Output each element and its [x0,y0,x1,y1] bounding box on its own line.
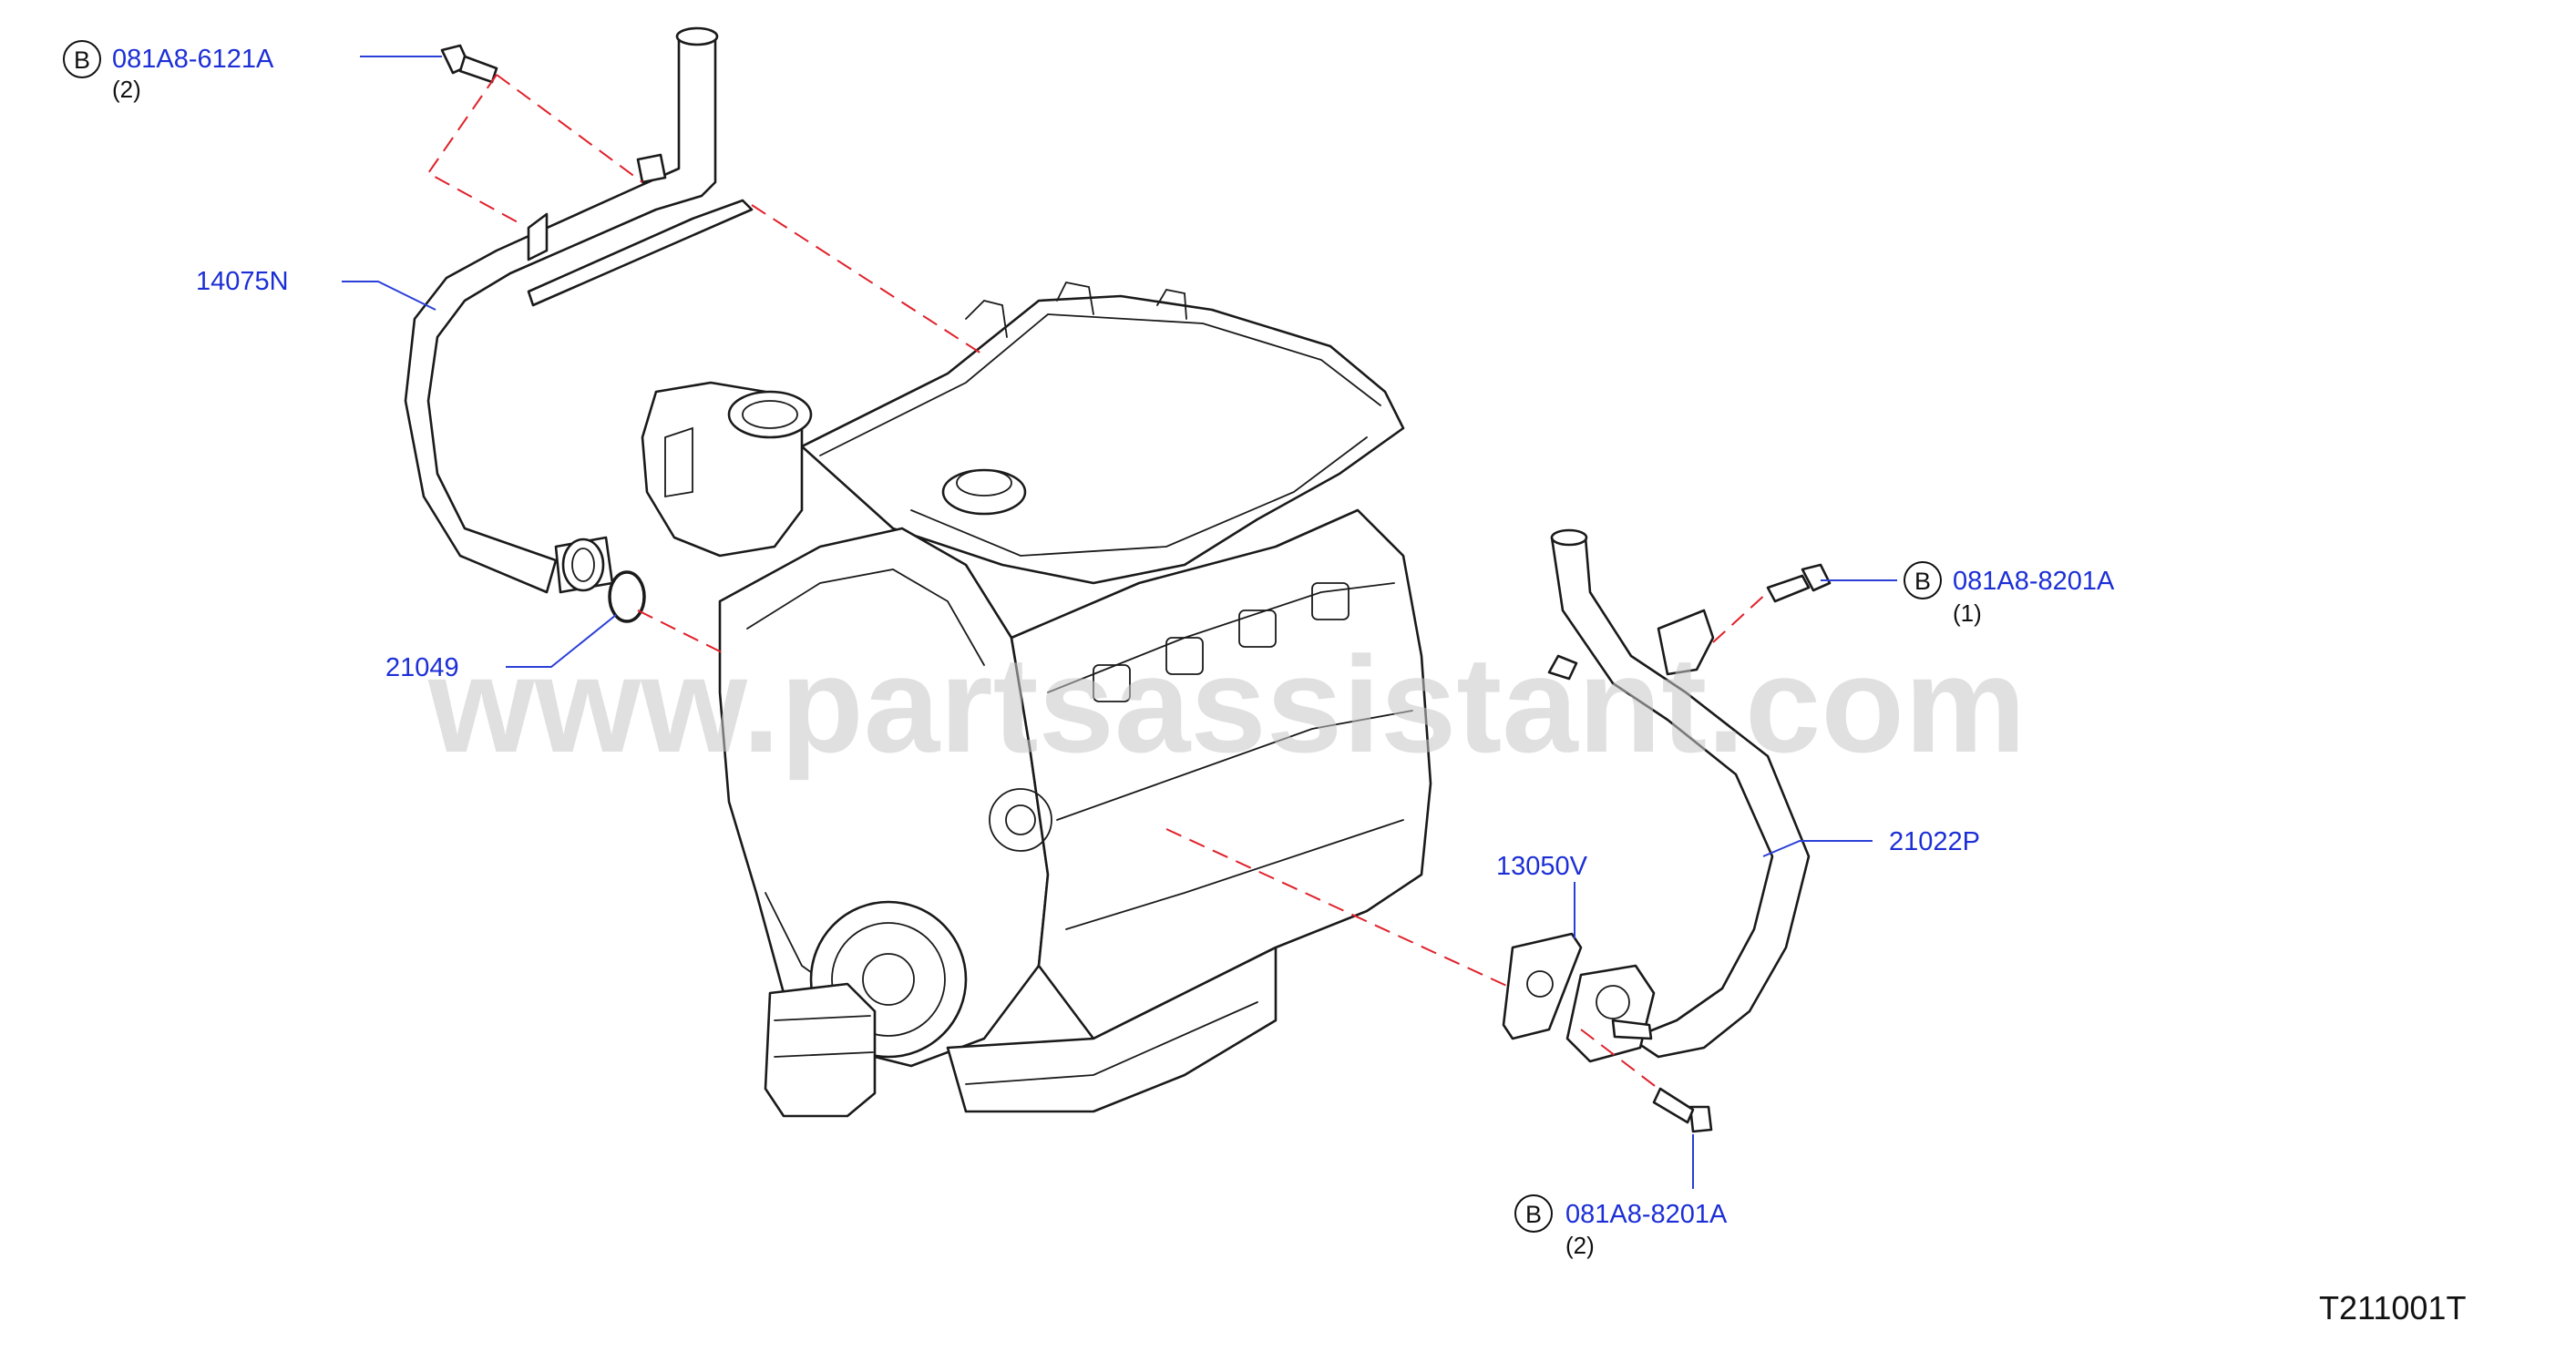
bolt-right-badge-letter: B [1914,568,1931,595]
bolt-right-quantity: (1) [1953,599,1982,627]
callout-13050v[interactable]: 13050V [1496,852,1588,881]
callout-21022p[interactable]: 21022P [1889,827,1980,856]
engine-assembly-illustration [641,281,1432,1118]
bolt-bottom-quantity: (2) [1565,1232,1595,1259]
bolt-right-badge [1904,561,1942,599]
bolt-top-left-badge [63,40,101,78]
water-tube-21022p [1547,528,1811,1063]
bolt-top-left-part-number[interactable]: 081A8-6121A [112,45,274,74]
bolt-081a8-6121a-illustration [440,44,498,84]
leader-14075n [342,281,436,311]
bolt-081a8-8201a-bottom-illustration [1652,1087,1713,1133]
watermark-text: www.partsassistant.com [427,628,2026,781]
water-tube-14075n [404,26,754,594]
bolt-bottom-badge-letter: B [1525,1201,1542,1228]
bolt-top-left-badge-letter: B [74,46,90,74]
o-ring-21049 [608,570,646,623]
leader-21049 [506,614,617,668]
bolt-right-part-number[interactable]: 081A8-8201A [1953,567,2115,596]
gasket-13050v [1502,932,1583,1040]
bolt-top-left-quantity: (2) [112,76,141,103]
bolt-bottom-badge [1514,1194,1553,1233]
callout-14075n[interactable]: 14075N [196,267,289,296]
diagram-code: T211001T [2319,1289,2466,1326]
bolt-081a8-8201a-right-illustration [1766,563,1832,603]
bolt-bottom-part-number[interactable]: 081A8-8201A [1565,1200,1728,1229]
callout-21049[interactable]: 21049 [385,653,459,682]
leader-21022p [1762,840,1873,857]
alignment-lines [426,74,1769,1090]
